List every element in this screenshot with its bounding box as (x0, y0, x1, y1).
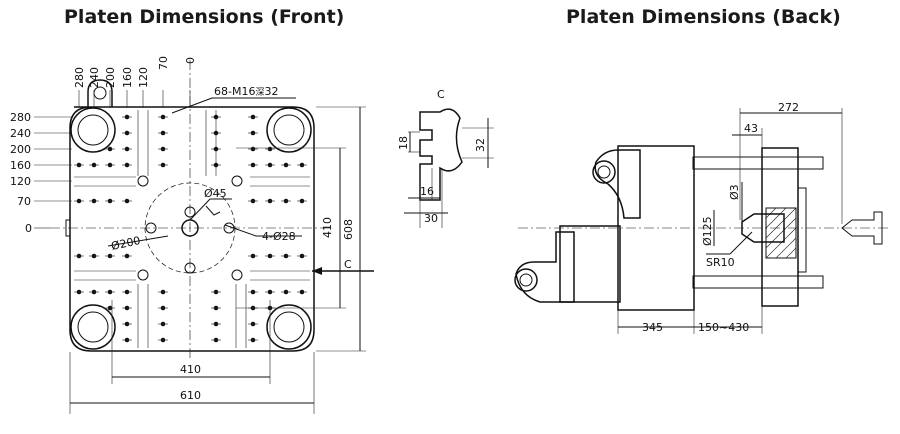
angle-marker (205, 205, 221, 216)
front-platen-view: 280 240 200 160 120 70 0 280 240 200 160… (10, 56, 374, 414)
section-dim-30: 30 (424, 212, 438, 225)
mold-plate-face (797, 187, 807, 273)
back-platen-view: 272 43 Ø3 Ø125 SR10 345 150~430 (514, 101, 890, 334)
bottom-back-ext-lines (617, 306, 763, 334)
top-dim-120: 120 (137, 67, 150, 88)
left-dim-280: 280 (10, 111, 31, 124)
dim-410-horizontal: 410 (180, 363, 201, 376)
left-dim-extension-lines (34, 116, 72, 229)
section-c-detail: C 18 32 16 30 (397, 88, 494, 228)
bottom-dim-lines (69, 300, 315, 414)
top-dim-extension-lines (78, 90, 191, 108)
center-hole-label: Ø45 (204, 187, 227, 200)
tie-holes-leader (224, 224, 257, 237)
upper-pin (592, 160, 616, 184)
left-dim-240: 240 (10, 127, 31, 140)
t-slots (74, 110, 310, 348)
lower-body (559, 225, 621, 303)
dim-150-430: 150~430 (698, 321, 749, 334)
section-c-label: C (437, 88, 445, 101)
hatched-hub (765, 207, 797, 259)
top-dim-200: 200 (104, 67, 117, 88)
section-dim-32: 32 (474, 138, 487, 152)
dim-phi3: Ø3 (728, 184, 741, 200)
sr10-leader (729, 231, 753, 255)
lower-link-arm (515, 231, 575, 303)
tie-bar-bores (70, 107, 312, 350)
dim-410-vertical: 410 (321, 217, 334, 238)
lower-pin-inner (519, 273, 533, 287)
tie-bar-bottom (692, 275, 824, 289)
dim-610: 610 (180, 389, 201, 402)
section-dim-18: 18 (397, 136, 410, 150)
left-dim-160: 160 (10, 159, 31, 172)
top-dim-240: 240 (88, 67, 101, 88)
left-dim-200: 200 (10, 143, 31, 156)
nozzle (741, 213, 785, 243)
left-dim-120: 120 (10, 175, 31, 188)
top-dim-0: 0 (184, 57, 197, 64)
section-mark: C (344, 258, 352, 271)
dim-sr10: SR10 (706, 256, 735, 269)
section-profile (419, 108, 463, 201)
tie-holes-label: 4-Ø28 (262, 230, 296, 243)
dim-345: 345 (642, 321, 663, 334)
dim-phi125: Ø125 (701, 216, 714, 246)
lifting-ear (87, 79, 113, 107)
left-dim-70: 70 (17, 195, 31, 208)
lower-pin (514, 268, 538, 292)
dim-43: 43 (744, 122, 758, 135)
thread-leader (171, 97, 213, 114)
front-view-title: Platen Dimensions (Front) (64, 6, 345, 28)
section-arrow (312, 267, 322, 275)
thread-callout: 68-M16深32 (214, 85, 278, 98)
upper-pin-inner (597, 165, 611, 179)
tie-bar-top (692, 156, 824, 170)
upper-link-arm (594, 149, 641, 219)
top-dim-160: 160 (121, 67, 134, 88)
platen-outline (69, 106, 315, 352)
top-dim-280: 280 (73, 67, 86, 88)
dim-272: 272 (778, 101, 799, 114)
section-dim-16: 16 (420, 185, 434, 198)
back-view-title: Platen Dimensions (Back) (566, 6, 841, 28)
center-hole-leader (189, 198, 211, 221)
dim-608: 608 (342, 219, 355, 240)
locating-ring-leader (107, 235, 169, 247)
locating-ring-label: Ø200 (110, 234, 142, 253)
top-dim-70: 70 (157, 56, 170, 70)
left-dim-0: 0 (25, 222, 32, 235)
right-dim-lines (236, 106, 366, 352)
